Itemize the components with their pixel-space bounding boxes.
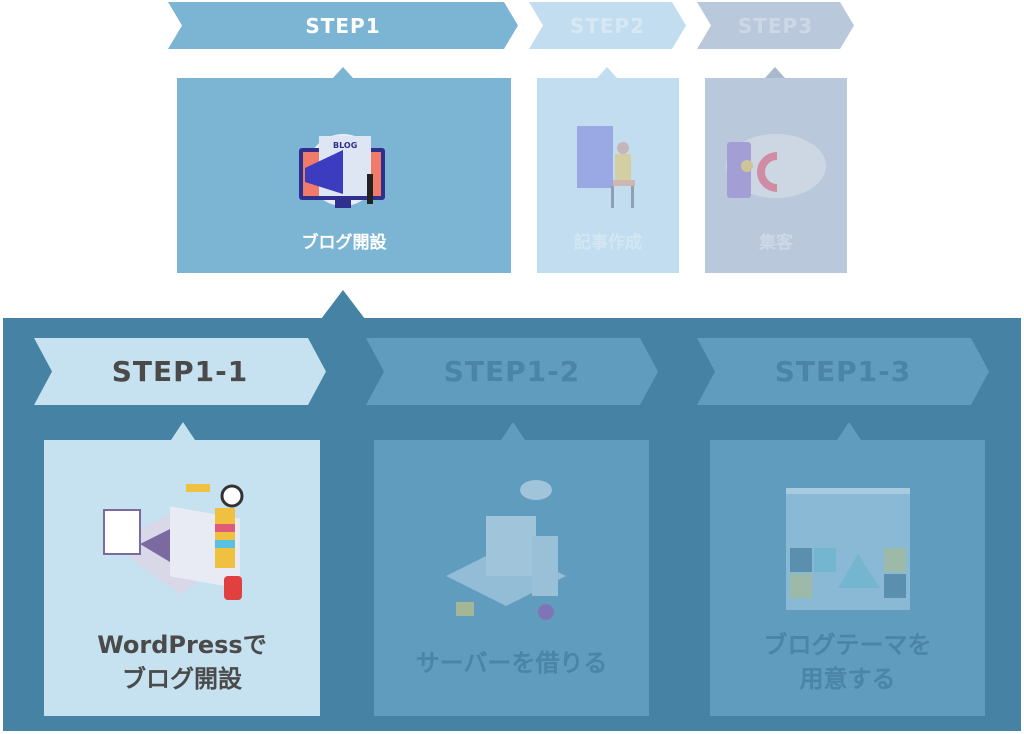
step1-1-pointer	[171, 422, 195, 440]
step1-3-title-line1: ブログテーマを	[763, 631, 932, 659]
step1-1-title-line1: WordPressで	[97, 631, 267, 659]
server-illustration	[446, 480, 566, 620]
step1-1-title-line2: ブログ開設	[122, 665, 242, 693]
writer-illustration	[577, 126, 635, 208]
step3-card[interactable]: 集客	[705, 78, 847, 273]
step1-2-label: STEP1-2	[443, 355, 581, 388]
step3-pointer	[765, 67, 785, 78]
step1-3-title-line2: 用意する	[799, 665, 896, 693]
blog-theme-illustration	[786, 488, 910, 610]
step1-1-title: WordPressでブログ開設	[97, 628, 266, 696]
step1-2-card[interactable]: サーバーを借りる	[374, 440, 649, 716]
wordpress-setup-illustration	[103, 484, 244, 600]
step1-3-tab[interactable]: STEP1-3	[697, 338, 989, 405]
step1-2-title: サーバーを借りる	[416, 646, 608, 680]
step1-2-title-line1: サーバーを借りる	[415, 649, 608, 677]
step1-detail-panel: STEP1-1 STEP1-2 STEP1-3 WordPressでブログ開設 …	[3, 318, 1021, 731]
step3-title: 集客	[759, 233, 793, 253]
step1-3-card[interactable]: ブログテーマを用意する	[710, 440, 985, 716]
blog-megaphone-illustration: BLOG	[299, 134, 385, 208]
step1-3-pointer	[837, 422, 861, 440]
marketing-magnet-illustration	[726, 134, 826, 198]
step2-tab[interactable]: STEP2	[529, 2, 686, 49]
step1-pointer	[333, 67, 353, 78]
step2-label: STEP2	[569, 13, 646, 38]
step1-1-tab[interactable]: STEP1-1	[34, 338, 326, 405]
step1-title: ブログ開設	[301, 233, 387, 253]
step2-title: 記事作成	[574, 233, 642, 253]
step1-detail-pointer	[321, 290, 365, 319]
step2-pointer	[597, 67, 617, 78]
step1-tab[interactable]: STEP1	[168, 2, 518, 49]
step1-card[interactable]: BLOG ブログ開設	[177, 78, 511, 273]
step1-3-label: STEP1-3	[774, 355, 912, 388]
step1-3-title: ブログテーマを用意する	[764, 628, 932, 696]
step1-2-pointer	[501, 422, 525, 440]
step1-1-label: STEP1-1	[111, 355, 249, 388]
step2-card[interactable]: 記事作成	[537, 78, 679, 273]
step1-2-tab[interactable]: STEP1-2	[366, 338, 658, 405]
step1-1-card[interactable]: WordPressでブログ開設	[44, 440, 320, 716]
step3-tab[interactable]: STEP3	[697, 2, 854, 49]
step1-label: STEP1	[305, 13, 381, 38]
svg-text:BLOG: BLOG	[333, 141, 357, 150]
step3-label: STEP3	[737, 13, 814, 38]
